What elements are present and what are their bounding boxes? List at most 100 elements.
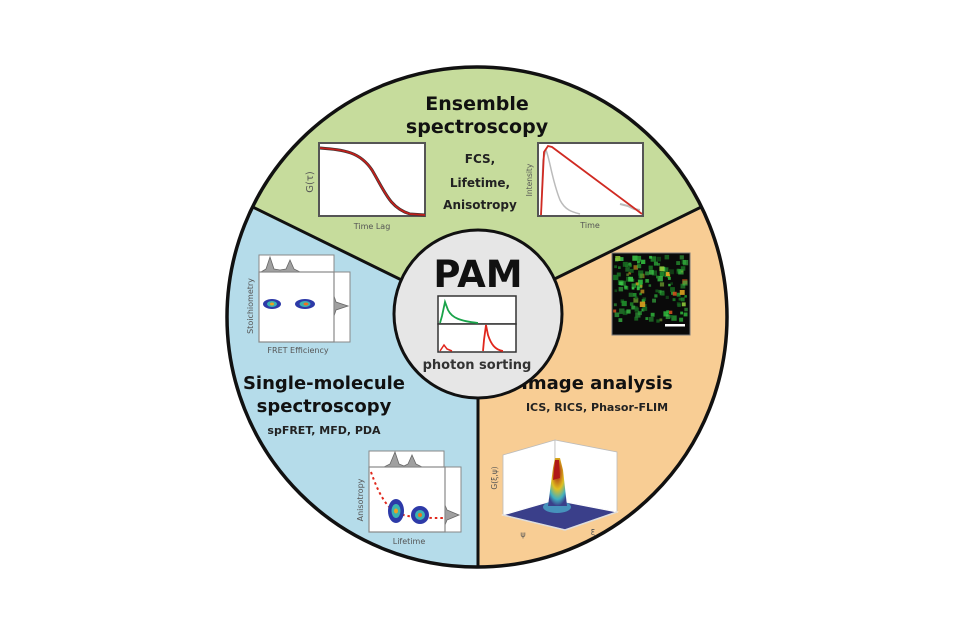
single-molecule-methods: spFRET, MFD, PDA [267, 424, 381, 437]
lifetime-xlabel: Time [579, 221, 600, 230]
microscopy-punctum [636, 287, 640, 291]
microscopy-punctum [672, 298, 676, 302]
microscopy-punctum [619, 308, 625, 314]
microscopy-punctum [616, 272, 621, 277]
microscopy-punctum [649, 255, 652, 259]
microscopy-punctum [648, 317, 654, 322]
single-molecule-title-line2: spectroscopy [257, 396, 392, 417]
microscopy-punctum [623, 285, 628, 289]
fcs-xlabel: Time Lag [353, 222, 391, 231]
microscopy-punctum [626, 262, 632, 268]
microscopy-punctum [659, 318, 663, 322]
microscopy-punctum [679, 255, 684, 260]
ensemble-title-line2: spectroscopy [406, 116, 549, 138]
microscopy-punctum [650, 312, 655, 317]
microscopy-punctum [663, 311, 669, 317]
microscopy-punctum [637, 310, 642, 316]
microscopy-punctum [634, 316, 639, 321]
microscopy-punctum [626, 309, 631, 314]
lifetime-fit-curve [540, 144, 643, 216]
microscopy-punctum [633, 297, 639, 303]
microscopy-punctum [651, 270, 657, 276]
center-title: PAM [433, 253, 522, 296]
microscopy-punctum [665, 314, 671, 319]
microscopy-punctum [629, 264, 632, 267]
microscopy-punctum [645, 317, 649, 320]
microscopy-punctum [676, 292, 681, 297]
microscopy-punctum [656, 256, 661, 262]
microscopy-punctum [652, 298, 656, 303]
microscopy-punctum [635, 282, 639, 286]
microscopy-punctum [628, 276, 633, 282]
surface-xlabel: ψ [520, 530, 525, 539]
microscopy-punctum [665, 295, 669, 299]
aniso-population-1-peak [394, 508, 398, 514]
scale-bar [665, 324, 685, 327]
channel-1-frame [437, 295, 517, 325]
microscopy-punctum [665, 272, 670, 276]
microscopy-punctum [649, 269, 654, 275]
microscopy-punctum [626, 273, 629, 276]
microscopy-punctum [680, 311, 683, 315]
microscopy-punctum [650, 256, 656, 262]
surface-floor-edge [502, 511, 618, 531]
microscopy-punctum [639, 284, 643, 288]
microscopy-punctum [680, 266, 686, 271]
microscopy-punctum [677, 303, 681, 307]
rics-surface-plot: G(ξ,ψ) ψ ξ [490, 439, 619, 539]
microscopy-punctum [669, 310, 673, 314]
image-analysis-methods: ICS, RICS, Phasor-FLIM [526, 401, 668, 414]
channel-1-decay-green [439, 298, 479, 324]
microscopy-punctum [614, 265, 617, 269]
microscopy-punctum [682, 260, 689, 266]
fret-xlabel: FRET Efficiency [267, 346, 328, 355]
photon-sorting-plot [437, 295, 517, 353]
microscopy-punctum [621, 300, 627, 307]
microscopy-punctum [657, 263, 661, 266]
center-caption: photon sorting [423, 358, 532, 373]
surface-zlabel: G(ξ,ψ) [490, 466, 499, 489]
microscopy-punctum [656, 319, 660, 323]
image-analysis-title: Image analysis [521, 373, 673, 394]
microscopy-punctum [631, 283, 636, 288]
microscopy-punctum [648, 265, 653, 270]
microscopy-punctum [636, 282, 643, 289]
lifetime-plot-frame [537, 142, 644, 217]
microscopy-punctum [613, 303, 617, 307]
microscopy-punctum [664, 254, 670, 260]
microscopy-punctum [632, 255, 638, 261]
microscopy-punctum [637, 264, 642, 269]
aniso-top-histogram [383, 450, 423, 468]
microscopy-punctum [638, 270, 644, 276]
microscopy-punctum [684, 307, 688, 312]
fret-top-histogram [259, 255, 301, 273]
microscopy-punctum [637, 279, 643, 285]
microscopy-punctum [648, 284, 652, 287]
microscopy-punctum [663, 267, 669, 273]
microscopy-punctum [669, 269, 674, 275]
microscopy-punctum [631, 305, 636, 310]
microscopy-punctum [671, 315, 677, 321]
microscopy-punctum [672, 291, 677, 296]
microscopy-puncta [613, 254, 689, 323]
ensemble-title-line1: Ensemble [425, 93, 529, 115]
microscopy-punctum [613, 309, 617, 313]
channel-2-decay-red-large [482, 324, 504, 352]
microscopy-punctum [638, 259, 642, 263]
microscopy-punctum [661, 292, 665, 296]
microscopy-punctum [656, 275, 659, 279]
microscopy-punctum [659, 266, 665, 272]
surface-ylabel: ξ [591, 528, 595, 537]
microscopy-punctum [669, 315, 673, 318]
ensemble-method-fcs: FCS, [465, 152, 495, 166]
microscopy-punctum [659, 271, 665, 277]
microscopy-punctum [684, 295, 687, 298]
microscopy-punctum [680, 283, 686, 289]
aniso-scatter-frame [368, 466, 446, 533]
microscopy-punctum [670, 282, 673, 285]
fcs-plot: G(τ) Time Lag [305, 142, 426, 231]
microscopy-punctum [640, 289, 645, 294]
image-analysis-section: Image analysis ICS, RICS, Phasor-FLIM G(… [490, 252, 691, 539]
microscopy-punctum [619, 281, 623, 286]
